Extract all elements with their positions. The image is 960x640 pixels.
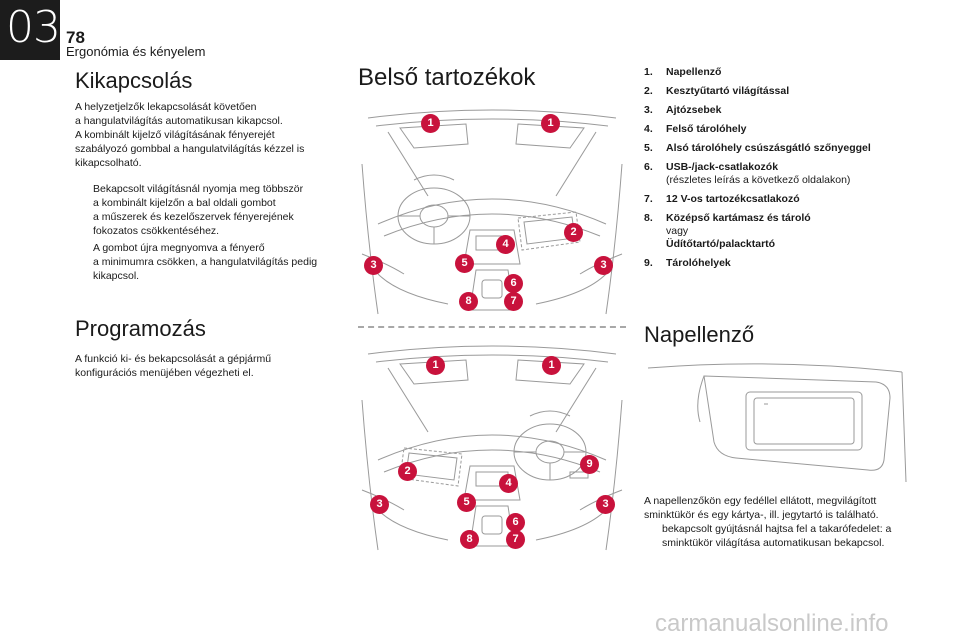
- bullet-text: A gombot újra megnyomva a fényerő a mini…: [93, 242, 318, 282]
- bullet-text: bekapcsolt gyújtásnál hajtsa fel a takar…: [662, 523, 892, 549]
- callout-2: 2: [398, 462, 417, 481]
- item-label: Napellenző: [666, 66, 722, 78]
- callout-3: 3: [370, 495, 389, 514]
- list-item: 8. Középső kartámasz és tároló vagy Üdít…: [644, 212, 924, 251]
- item-label: Felső tárolóhely: [666, 123, 747, 135]
- item-note: vagy: [666, 225, 689, 237]
- callout-1: 1: [541, 114, 560, 133]
- item-number: 7.: [644, 193, 653, 205]
- interior-diagram-top: 1 1 2 3 3 4 5 6 7 8: [358, 104, 626, 322]
- callout-6: 6: [506, 513, 525, 532]
- callout-1: 1: [421, 114, 440, 133]
- item-number: 5.: [644, 142, 653, 154]
- bullet-item: A gombot újra megnyomva a fényerő a mini…: [93, 241, 343, 283]
- item-number: 1.: [644, 66, 653, 78]
- callout-7: 7: [504, 292, 523, 311]
- callout-3: 3: [364, 256, 383, 275]
- callout-8: 8: [460, 530, 479, 549]
- callout-9: 9: [580, 455, 599, 474]
- napellenzo-paragraph: A napellenzőkön egy fedéllel ellátott, m…: [644, 495, 879, 521]
- list-item: 1. Napellenző: [644, 66, 924, 79]
- item-label: Ajtózsebek: [666, 104, 722, 116]
- callout-7: 7: [506, 530, 525, 549]
- callout-5: 5: [455, 254, 474, 273]
- bullet-item: bekapcsolt gyújtásnál hajtsa fel a takar…: [662, 522, 924, 550]
- diagram-divider: [358, 326, 626, 328]
- item-label-alt: Üdítőtartó/palacktartó: [666, 238, 776, 250]
- programozas-heading: Programozás: [75, 316, 206, 341]
- dashboard-illustration-rhd: [361, 345, 623, 551]
- sun-visor-illustration: [644, 362, 910, 484]
- accessories-list: 1. Napellenző 2. Kesztyűtartó világításs…: [644, 66, 924, 276]
- kikapcsolas-paragraph: A helyzetjelzők lekapcsolását követően a…: [75, 101, 305, 169]
- item-label: Középső kartámasz és tároló: [666, 212, 811, 224]
- item-number: 4.: [644, 123, 653, 135]
- chapter-title: Ergonómia és kényelem: [66, 44, 206, 59]
- kikapcsolas-heading: Kikapcsolás: [75, 68, 193, 93]
- callout-8: 8: [459, 292, 478, 311]
- item-label: USB-/jack-csatlakozók: [666, 161, 779, 173]
- dashboard-illustration: [361, 109, 623, 315]
- page-number: 78: [66, 28, 85, 47]
- list-item: 4. Felső tárolóhely: [644, 123, 924, 136]
- item-number: 9.: [644, 257, 653, 269]
- item-number: 6.: [644, 161, 653, 173]
- item-label: Alsó tárolóhely csúszásgátló szőnyeggel: [666, 142, 871, 154]
- item-label: 12 V-os tartozékcsatlakozó: [666, 193, 800, 205]
- list-item: 3. Ajtózsebek: [644, 104, 924, 117]
- napellenzo-heading: Napellenző: [644, 322, 755, 347]
- callout-2: 2: [564, 223, 583, 242]
- item-label: Kesztyűtartó világítással: [666, 85, 790, 97]
- callout-1: 1: [426, 356, 445, 375]
- list-item: 7. 12 V-os tartozékcsatlakozó: [644, 193, 924, 206]
- interior-diagram-bottom: 1 1 2 3 3 4 5 6 7 8 9: [358, 340, 626, 558]
- bullet-text: Bekapcsolt világításnál nyomja meg többs…: [93, 183, 304, 237]
- sun-visor-drawing: [647, 363, 907, 483]
- bullet-item: Bekapcsolt világításnál nyomja meg többs…: [93, 182, 343, 238]
- watermark: carmanualsonline.info: [655, 610, 889, 637]
- programozas-paragraph: A funkció ki- és bekapcsolását a gépjárm…: [75, 353, 272, 379]
- chapter-box: 03: [0, 0, 61, 60]
- callout-1: 1: [542, 356, 561, 375]
- item-number: 8.: [644, 212, 653, 224]
- item-number: 2.: [644, 85, 653, 97]
- callout-3: 3: [596, 495, 615, 514]
- belso-tartozekok-heading: Belső tartozékok: [358, 64, 536, 91]
- item-number: 3.: [644, 104, 653, 116]
- list-item: 6. USB-/jack-csatlakozók (részletes leír…: [644, 161, 924, 187]
- chapter-number: 03: [6, 2, 61, 53]
- callout-4: 4: [496, 235, 515, 254]
- list-item: 9. Tárolóhelyek: [644, 257, 924, 270]
- callout-6: 6: [504, 274, 523, 293]
- list-item: 2. Kesztyűtartó világítással: [644, 85, 924, 98]
- list-item: 5. Alsó tárolóhely csúszásgátló szőnyegg…: [644, 142, 924, 155]
- callout-3: 3: [594, 256, 613, 275]
- item-note: (részletes leírás a következő oldalakon): [666, 174, 851, 186]
- callout-4: 4: [499, 474, 518, 493]
- item-label: Tárolóhelyek: [666, 257, 731, 269]
- callout-5: 5: [457, 493, 476, 512]
